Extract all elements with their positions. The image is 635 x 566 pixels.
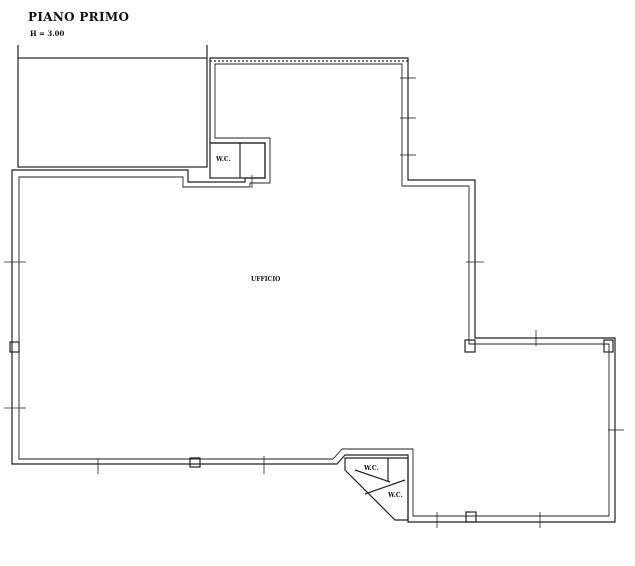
floor-height-label: H = 3.00 [30, 29, 65, 38]
outer-wall [11, 57, 616, 523]
plan-title: PIANO PRIMO [28, 10, 130, 24]
adjacent-block [17, 57, 208, 168]
room-label-office: UFFICIO [251, 276, 281, 283]
wc-top-room [209, 142, 266, 179]
room-label-wc-top: W.C. [216, 156, 231, 163]
room-label-wc-bottom-1: W.C. [364, 465, 379, 472]
room-label-wc-bottom-2: W.C. [388, 492, 403, 499]
wc-bottom-rooms [344, 457, 409, 521]
